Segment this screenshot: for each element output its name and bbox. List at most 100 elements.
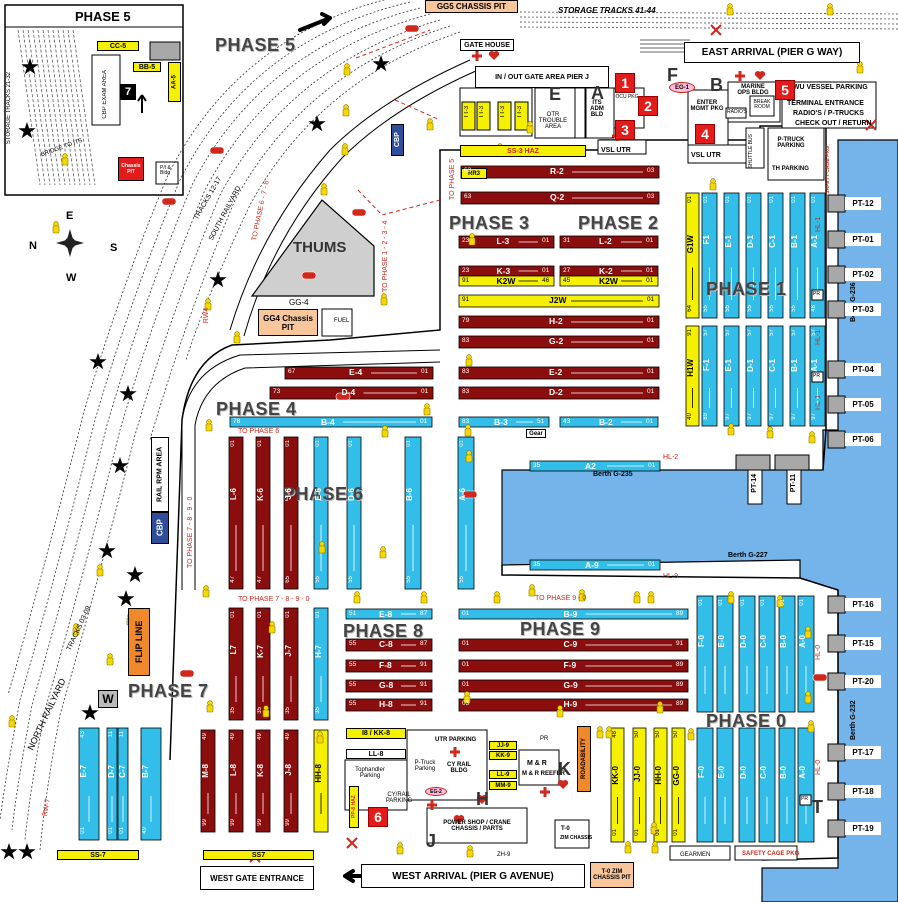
- dock-block: [827, 743, 846, 762]
- row-h8-end: 91: [420, 700, 428, 707]
- storage-track: [519, 26, 898, 30]
- row-g9-start: 01: [462, 681, 470, 688]
- worker-icon: [342, 143, 348, 149]
- worker-icon-body: [202, 589, 210, 598]
- inset-chassis-pit: Chassis PIT: [118, 157, 144, 181]
- p8b-col-0-start: 49: [202, 733, 208, 740]
- p0-col-3-start: 01: [760, 599, 766, 606]
- dock-block: [827, 194, 846, 213]
- cc5-block: CC-5: [97, 41, 139, 51]
- marker-2: 2: [638, 96, 658, 116]
- pr-bldg: [574, 87, 586, 139]
- p0-col-3-label: C-0: [759, 634, 768, 648]
- kk9-block: KK-9: [489, 751, 517, 760]
- safety-cage-top-label: SAFETY CAGE PKG: [825, 146, 831, 194]
- compass-e: E: [66, 210, 74, 222]
- first-aid-icon-v: [475, 51, 479, 61]
- star-icon: [209, 271, 227, 288]
- worker-icon: [427, 118, 433, 124]
- row-a2-label: A2: [585, 461, 596, 471]
- row-r2-end: 03: [647, 167, 655, 174]
- worker-icon: [469, 233, 475, 239]
- row-c8-end: 87: [420, 640, 428, 647]
- to-phase-1234-label: TO PHASE 1 - 2 - 3 - 4: [382, 220, 389, 292]
- p1b-col-1-end: 89: [703, 413, 709, 420]
- phase6-label: PHASE 6: [283, 484, 364, 504]
- break-room-box: [749, 95, 775, 117]
- tt3-label: TT-3: [464, 106, 470, 119]
- p1-col-3-label: D-1: [746, 234, 755, 248]
- worker-icon-body: [268, 625, 276, 634]
- tt3-label: TT-3: [517, 106, 523, 119]
- p1b-col-2-bar: [723, 325, 740, 427]
- p-truck-parking-bottom-label: P-Truck Parking: [414, 760, 436, 772]
- worker-icon: [464, 691, 470, 697]
- star-icon: [308, 115, 326, 132]
- p6-col-1-label: K-6: [256, 487, 265, 501]
- dock-mid-tag: [747, 469, 763, 505]
- p8b-col-0-end: 99: [202, 819, 208, 826]
- p6-col-1-start: 01: [257, 440, 263, 447]
- row-e4-end: 01: [421, 368, 429, 375]
- berth-g235-label: Berth G-235: [593, 471, 633, 478]
- p1b-col-2-label: E-1: [724, 359, 733, 372]
- row-e2-start: 83: [462, 368, 470, 375]
- mr-label: M & R: [527, 760, 547, 767]
- p1b-col-5-end: 97: [791, 413, 797, 420]
- row-q2-start: 63: [464, 193, 472, 200]
- worker-icon: [343, 104, 349, 110]
- compass-w: W: [66, 272, 77, 284]
- p6-col-6-end: 55: [459, 576, 465, 583]
- gear-box: Gear: [526, 429, 546, 438]
- p6-col-2-end: 65: [285, 576, 291, 583]
- worker-icon: [381, 293, 387, 299]
- p1b-col-1-label: F-1: [702, 359, 711, 372]
- row-k3-end: 01: [542, 267, 550, 274]
- row-k2w-b-label: K2W: [599, 276, 618, 286]
- row-a9-end: 01: [648, 561, 656, 568]
- gg5-chassis-pit: GG5 CHASSIS PIT: [425, 0, 518, 13]
- p0-col-5-start: 01: [799, 599, 805, 606]
- p8b-col-3-label: J-8: [284, 764, 293, 776]
- shuttle-box: [745, 127, 765, 169]
- p1b-col-0-label: H1W: [686, 359, 695, 378]
- zone-t-label: T: [812, 797, 823, 817]
- p6-col-3-label: E-6: [314, 487, 323, 501]
- radios-box: [725, 107, 747, 119]
- west-arrival-sign: WEST ARRIVAL (PIER G AVENUE): [361, 864, 585, 888]
- p0b-col-2-label: HH-0: [654, 766, 663, 785]
- p8b-col-2-end: 99: [257, 819, 263, 826]
- berth-g227-label: Berth G-227: [728, 552, 768, 559]
- first-aid-icon-v: [430, 800, 434, 810]
- p0b-col-1-label: JJ-0: [633, 766, 642, 783]
- worker-icon: [805, 691, 811, 697]
- worker-icon-body: [396, 846, 404, 855]
- p8-col-0-bar: [228, 607, 244, 721]
- p1b-col-5-start: 57: [791, 329, 797, 336]
- row-a2-bar: [529, 460, 661, 472]
- pt-label: PT-17: [845, 746, 881, 759]
- p0b-col-2-bar: [653, 727, 668, 843]
- row-q2-bar: [460, 191, 660, 205]
- star-icon: [18, 122, 36, 139]
- p8b-col-2-start: 49: [257, 733, 263, 740]
- east-arrival-sign: EAST ARRIVAL (PIER G WAY): [684, 42, 860, 63]
- worker-icon: [53, 221, 59, 227]
- first-aid-icon-v: [543, 787, 547, 797]
- worker-icon: [203, 585, 209, 591]
- worker-icon: [206, 419, 212, 425]
- worker-icon: [827, 3, 833, 9]
- p1b-col-3-end: 97: [747, 413, 753, 420]
- row-b2-label: B-2: [599, 417, 613, 427]
- tt3-label: TT-3: [479, 106, 485, 119]
- row-l3-label: L-3: [496, 236, 510, 246]
- inset-track: [52, 29, 76, 186]
- worker-icon: [319, 541, 325, 547]
- p0-col-1-label: E-0: [717, 634, 726, 648]
- gearmen-box: [669, 845, 731, 861]
- row-j2w-end: 01: [647, 296, 655, 303]
- rail-track: [0, 1, 411, 821]
- i8-kk8-block: I8 / KK-8: [346, 728, 406, 739]
- p7-col-1-bar: [106, 727, 118, 841]
